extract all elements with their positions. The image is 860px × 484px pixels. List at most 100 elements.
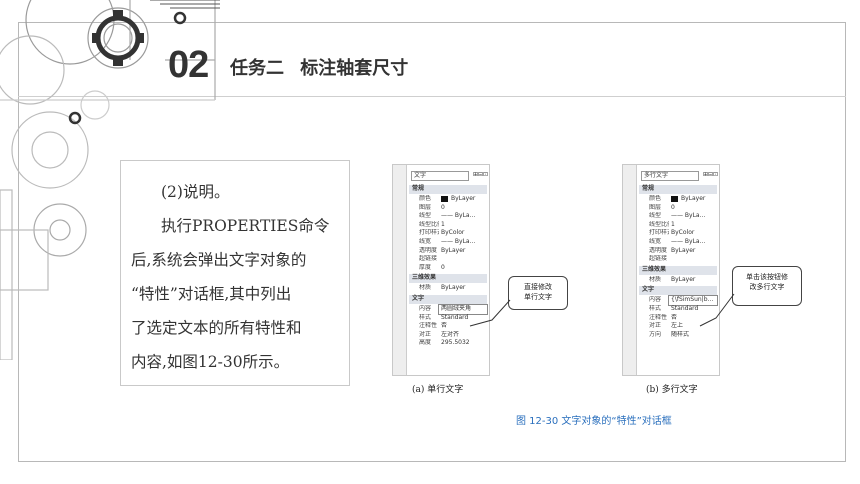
property-key: 高度 [419,339,432,347]
property-value[interactable]: ByLayer [669,195,717,204]
panel-section-header[interactable]: 常规 [639,185,717,194]
property-value[interactable]: 0 [441,203,445,211]
property-row[interactable]: 线型 —— ByLa... [409,212,487,221]
caption-b: (b) 多行文字 [646,385,698,395]
property-row[interactable]: 材质 ByLayer [639,276,717,285]
property-value[interactable]: ByLayer [441,246,466,254]
caption-a: (a) 单行文字 [412,385,464,395]
header-divider [18,96,846,97]
property-key: 注释性 [649,313,668,321]
property-value[interactable]: —— ByLa... [671,212,706,220]
property-row[interactable]: 高度 295.5032 [409,339,487,348]
panel-section-header[interactable]: 文字 [409,295,487,304]
page-frame [18,22,846,462]
object-type-select[interactable]: 多行文字 [641,171,699,181]
property-value[interactable]: ByLayer [671,275,696,283]
toolbar-icons[interactable]: ⊞⊟⊡ [703,171,719,178]
property-value[interactable]: 295.5032 [441,339,470,347]
property-key: 厚度 [419,263,432,271]
object-type-select[interactable]: 文字 [411,171,469,181]
property-value[interactable]: 随样式 [671,330,690,338]
property-value[interactable]: Standard [441,313,469,321]
property-row[interactable]: 注释性否 [639,314,717,323]
property-row[interactable]: 方向 随样式 [639,331,717,340]
property-value[interactable]: ByLayer [671,246,696,254]
callout-single-line: 直接修改 单行文字 [508,276,568,310]
property-key: 线型比例 [419,220,439,228]
callout-multiline: 单击该按钮修 改多行文字 [732,266,802,306]
property-key: 图层 [649,203,662,211]
property-row[interactable]: 打印样式ByColor [409,229,487,238]
property-key: 透明度 [419,246,438,254]
property-value[interactable]: 否 [441,322,448,330]
property-row[interactable]: 线宽 —— ByLa... [409,238,487,247]
panel-side-bar [623,165,637,375]
property-value[interactable]: —— ByLa... [441,212,476,220]
property-row[interactable]: 线宽—— ByLa... [639,238,717,247]
panel-section-header[interactable]: 三维效果 [639,265,717,275]
property-row[interactable]: 对正 左对齐 [409,331,487,340]
section-title: 任务二 标注轴套尺寸 [230,58,409,79]
property-value[interactable]: 0 [671,203,675,211]
property-value[interactable] [439,255,487,264]
property-row[interactable]: 超链接 [639,255,717,264]
property-value[interactable]: 1 [441,220,445,228]
property-value[interactable]: {\fSimSun|b... [668,295,718,306]
color-swatch-icon [441,195,448,202]
property-row[interactable]: 内容{\fSimSun|b... [639,295,718,306]
property-value[interactable]: ByColor [441,229,465,237]
color-swatch-icon [671,195,678,202]
property-value[interactable]: 否 [671,313,678,321]
property-value[interactable]: —— ByLa... [441,238,476,245]
property-value[interactable]: 两圆绒夹角 [438,304,488,315]
property-row[interactable]: 厚度 0 [409,264,487,273]
property-key: 线型 [419,212,432,220]
property-value[interactable]: 左对齐 [441,330,460,338]
toolbar-icons[interactable]: ⊞⊟⊡ [473,171,489,178]
panel-section-header[interactable]: 常规 [409,185,487,194]
property-row[interactable]: 打印样式ByColor [639,229,717,238]
property-value[interactable]: 左上 [671,322,684,330]
property-value[interactable]: Standard [671,305,699,312]
property-key: 线宽 [419,238,432,245]
property-key: 超链接 [419,255,438,263]
property-value[interactable]: 1 [671,220,675,228]
figure-title: 图 12-30 文字对象的“特性”对话框 [516,416,672,427]
property-value[interactable] [669,255,717,264]
property-value[interactable]: ByColor [671,229,695,237]
property-row[interactable]: 内容两圆绒夹角 [409,304,488,315]
property-key: 打印样式 [649,229,669,237]
property-value[interactable]: ByLayer [441,284,466,292]
property-value[interactable]: 0 [441,263,445,271]
property-row[interactable]: 超链接 [409,255,487,264]
property-row[interactable]: 颜色 ByLayer [409,195,487,204]
property-key: 方向 [649,330,662,338]
property-row[interactable]: 注释性否 [409,322,487,331]
property-row[interactable]: 图层 0 [639,204,717,213]
panel-section-header[interactable]: 文字 [639,286,717,296]
property-key: 内容 [419,305,432,312]
property-value[interactable]: —— ByLa... [671,238,706,245]
property-row[interactable]: 线型—— ByLa... [639,212,717,221]
property-value[interactable]: ByLayer [439,195,487,204]
property-key: 颜色 [419,195,432,202]
property-key: 对正 [419,330,432,338]
panel-section-header[interactable]: 三维效果 [409,274,487,284]
property-row[interactable]: 对正左上 [639,322,717,331]
property-key: 材质 [649,275,662,283]
property-key: 超链接 [649,255,668,263]
text-line: “特性”对话框,其中列出 [131,285,292,303]
text-line: 执行PROPERTIES命令 [161,217,330,235]
property-row[interactable]: 线型比例1 [409,221,487,230]
section-number: 02 [168,44,209,86]
property-row[interactable]: 线型比例1 [639,221,717,230]
